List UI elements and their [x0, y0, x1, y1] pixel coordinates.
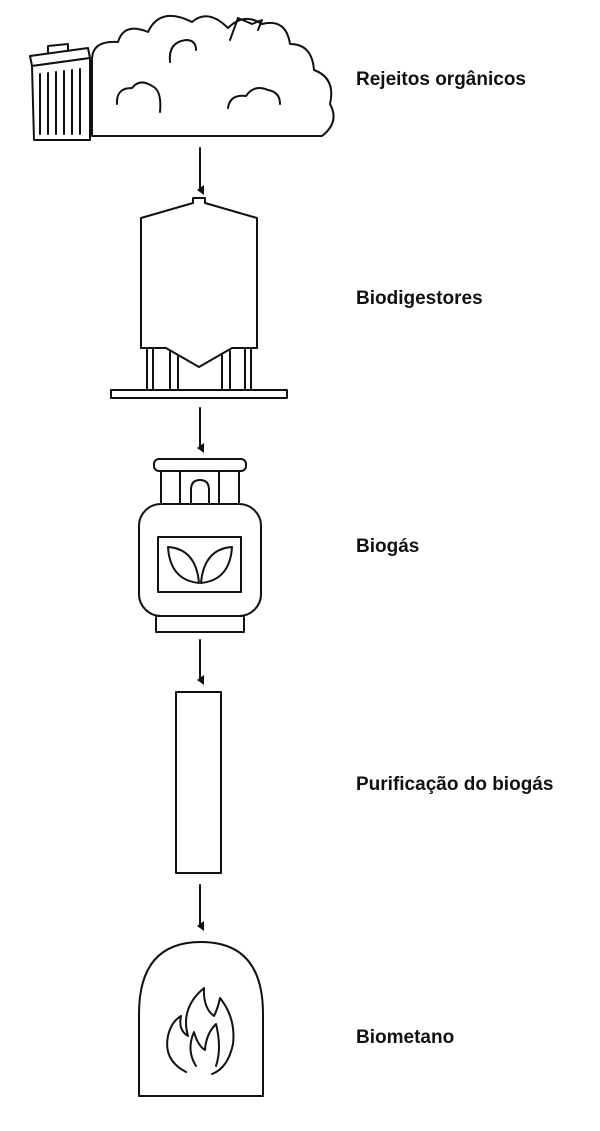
step-label-purificacao: Purificação do biogás	[356, 774, 554, 795]
garbage-bag	[229, 17, 263, 41]
cloud-bump-left	[115, 81, 162, 113]
flame-outer	[166, 987, 235, 1075]
trash-and-cloud-icon	[29, 14, 335, 141]
step-label-biogas: Biogás	[356, 536, 420, 557]
cylinder-valve	[179, 471, 220, 505]
leaf-right	[200, 546, 233, 584]
step-label-biodigestores: Biodigestores	[356, 288, 483, 309]
flame-icon	[138, 941, 264, 1097]
silo-hopper	[140, 347, 258, 368]
silo-base	[110, 389, 288, 399]
cloud-ring	[168, 39, 197, 63]
trash-ribs	[39, 68, 81, 135]
silo-legs	[146, 347, 252, 391]
flame-dome	[138, 941, 264, 1097]
silo-icon	[110, 197, 288, 399]
gas-cylinder-icon	[138, 458, 262, 633]
cylinder-foot	[155, 615, 245, 633]
trash-body	[31, 57, 91, 141]
cylinder-neck	[160, 470, 240, 505]
cloud-bump-right	[227, 87, 281, 109]
flame-inner	[189, 1023, 220, 1067]
leaf-left	[167, 546, 200, 584]
purification-column-icon	[175, 691, 222, 874]
cloud-shape	[91, 14, 335, 137]
trash-handle	[47, 43, 69, 54]
cylinder-collar-top	[153, 458, 247, 472]
step-label-rejeitos: Rejeitos orgânicos	[356, 69, 526, 90]
step-label-biometano: Biometano	[356, 1027, 455, 1048]
silo-body	[140, 197, 258, 349]
